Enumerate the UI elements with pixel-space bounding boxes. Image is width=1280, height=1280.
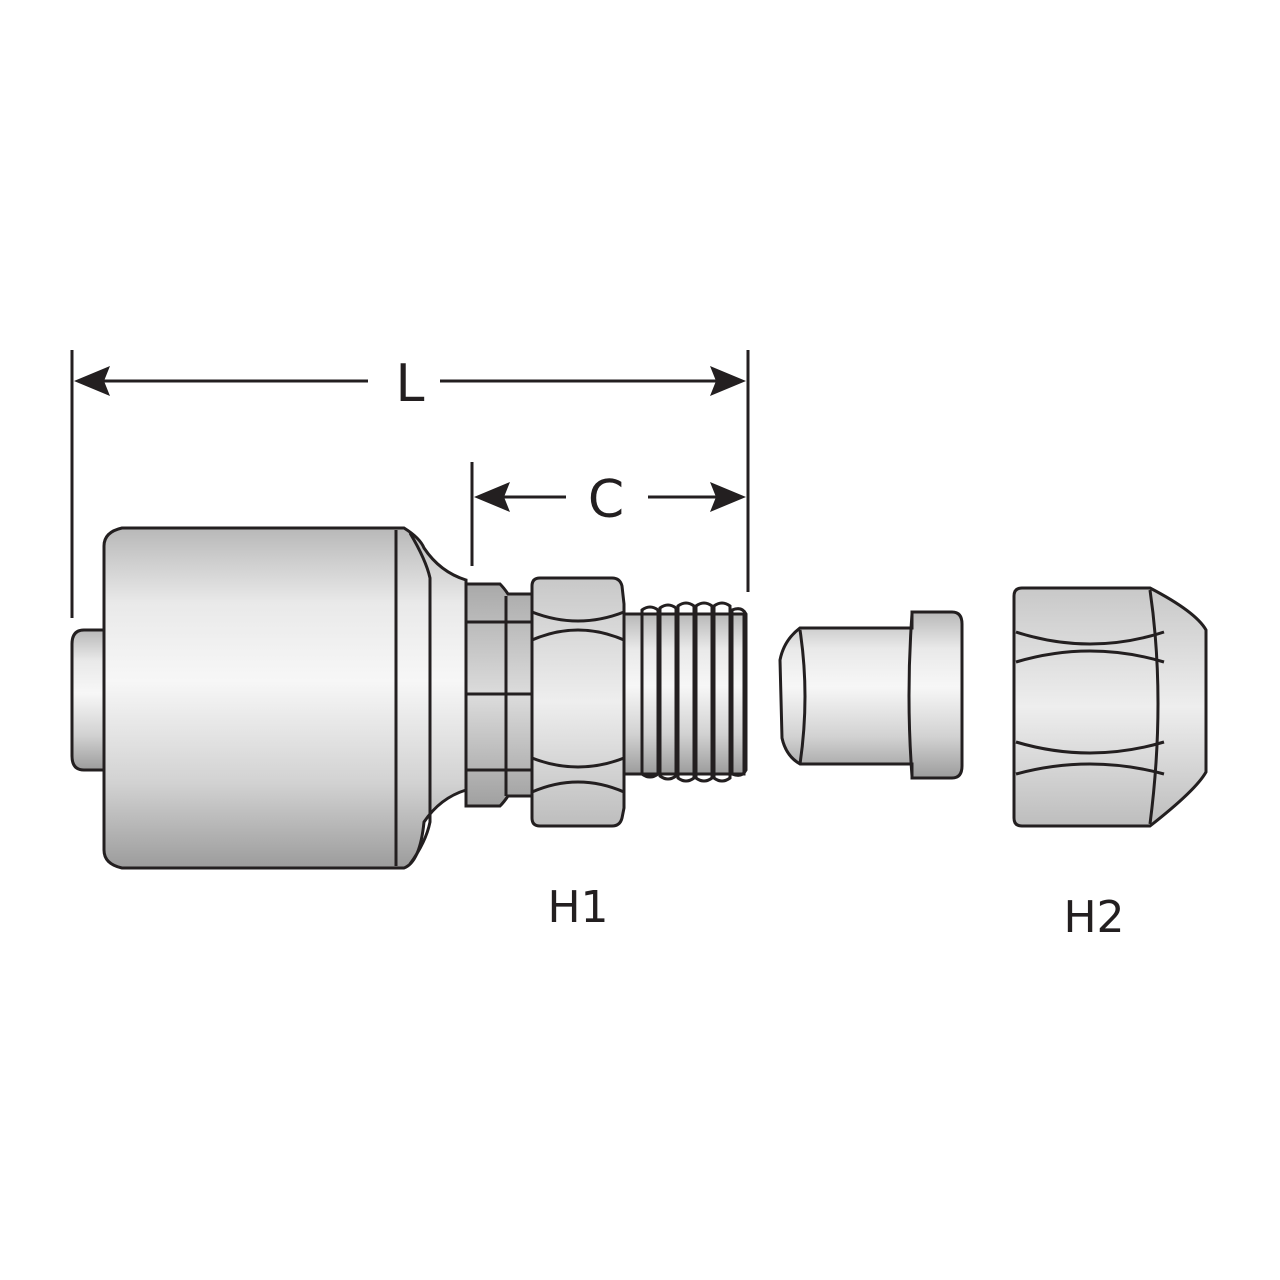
sleeve-chamfer-line xyxy=(798,629,807,765)
fitting-body: H1 xyxy=(70,526,748,933)
hex-h2-upper-facet-2 xyxy=(1015,649,1165,664)
sleeve-step-line xyxy=(907,613,914,777)
dimension-label-L: L xyxy=(396,354,425,414)
arrowhead-left-icon xyxy=(474,482,510,512)
thread-core xyxy=(622,612,746,776)
thread-ridge xyxy=(676,601,696,783)
thread-end xyxy=(730,607,748,777)
hex-h1-upper-facet-2 xyxy=(531,628,625,642)
arrowhead-left-icon xyxy=(74,366,110,396)
hex-h2-lower-facet-2 xyxy=(1015,762,1165,776)
thread-ridge xyxy=(712,601,732,783)
hex-h1-lower-facet-2 xyxy=(531,780,625,794)
thread-ridge xyxy=(640,605,660,779)
dimension-label-C: C xyxy=(588,470,624,530)
sleeve xyxy=(778,610,964,780)
hex-h2-upper-facet xyxy=(1015,630,1165,646)
ferrule xyxy=(102,526,468,870)
arrowhead-right-icon xyxy=(710,366,746,396)
hex-nut-h2: H2 xyxy=(1012,586,1208,943)
dimension-L: L xyxy=(70,350,750,618)
hex-nut-h2-body xyxy=(1012,586,1208,828)
thread-ridges xyxy=(640,601,748,783)
ferrule-bevel-line xyxy=(408,532,432,865)
hex-h2-lower-facet xyxy=(1015,740,1165,755)
hex-h1-lower-facet xyxy=(531,756,625,769)
arrowhead-right-icon xyxy=(710,482,746,512)
part-label-h2: H2 xyxy=(1063,892,1124,943)
thread-ridge xyxy=(658,603,678,781)
hex-h2-cone-edge xyxy=(1148,589,1160,825)
dimension-C: C xyxy=(470,462,746,566)
thread-ridge xyxy=(694,601,714,783)
hex-h1-upper-facet xyxy=(531,610,625,623)
sleeve-body xyxy=(778,610,964,780)
part-label-h1: H1 xyxy=(547,882,608,933)
